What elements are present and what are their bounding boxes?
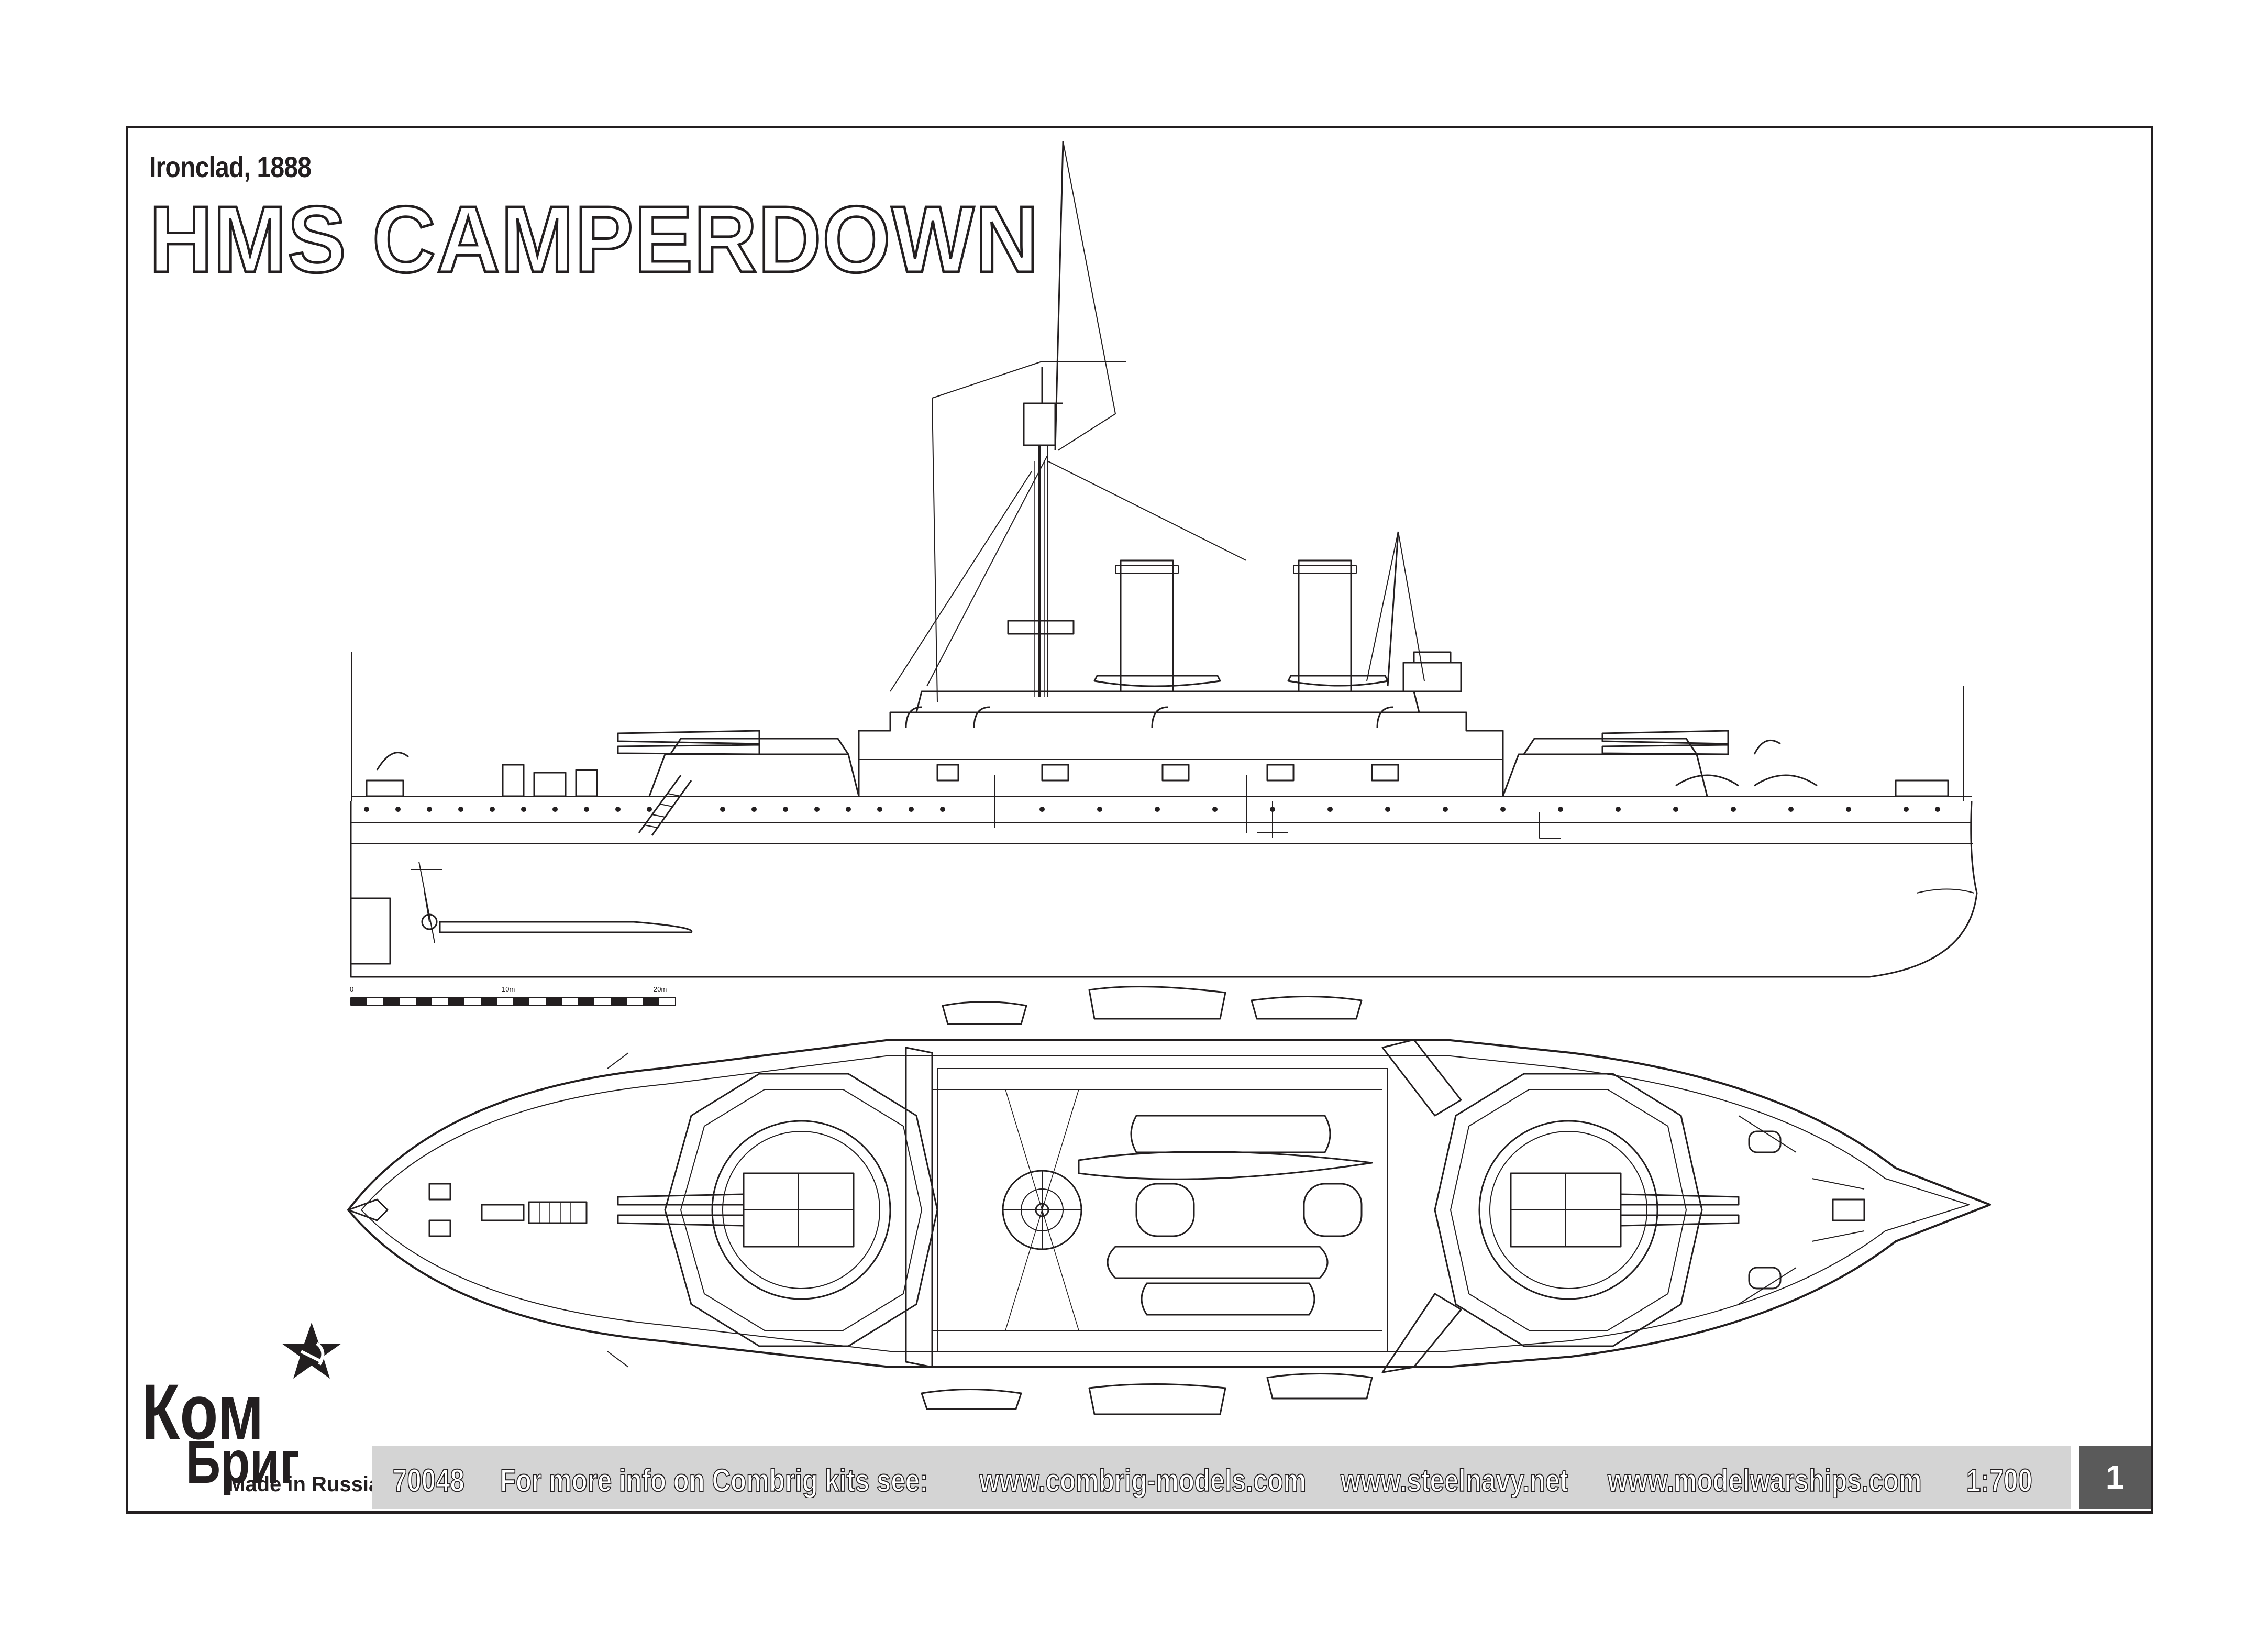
drawing-frame [126,126,2153,1514]
logo-line-1: Ком [141,1368,264,1456]
plan-view [347,986,1991,1415]
aft-barbette-plan [617,1073,938,1347]
outboard-boats [921,986,1373,1415]
footer-info: For more info on Combrig kits see: [500,1462,928,1499]
page-number: 1 [2079,1446,2151,1509]
made-in-russia: Made in Russia [228,1473,381,1496]
fore-barbette [1502,753,1708,797]
citadel-plan [905,1039,1462,1373]
skid-boat-1 [1093,675,1221,687]
side-profile [350,141,1978,978]
ship-subtitle: Ironclad, 1888 [149,150,312,183]
link-steelnavy[interactable]: www.steelnavy.net [1340,1462,1568,1499]
scale-label-10m: 10m [502,985,515,993]
fighting-top [1007,620,1075,635]
central-citadel [858,711,1504,796]
plan-hull [347,1039,1991,1368]
fore-funnel [1120,559,1174,692]
skid-boat-2 [1287,675,1389,687]
fore-barbette-plan [1434,1073,1740,1347]
footer-band [372,1446,2071,1509]
rudder [351,897,391,965]
portholes [364,807,1940,812]
fore-guns [1601,730,1729,755]
scale-ratio: 1:700 [1966,1462,2032,1499]
aft-funnel [1298,559,1352,692]
aft-guns [617,730,760,755]
link-modelwarships[interactable]: www.modelwarships.com [1607,1462,1922,1499]
scale-label-0: 0 [350,985,353,993]
fore-guns-plan [1620,1193,1740,1227]
star-icon [282,1323,341,1379]
link-combrig[interactable]: www.combrig-models.com [979,1462,1307,1499]
side-hull [350,801,1978,978]
plan-boat-3 [1107,1246,1329,1279]
plan-boat-2 [1078,1151,1373,1180]
scale-bar [350,997,676,1006]
scale-label-20m: 20m [654,985,667,993]
logo-line-2: Бриг [186,1429,300,1496]
plan-boat-1 [1130,1115,1331,1153]
ship-title: HMS CAMPERDOWN [148,187,1040,292]
kit-number: 70048 [392,1462,464,1499]
derrick [1054,141,1064,451]
aft-guns-plan [617,1193,745,1227]
plan-boat-4 [1141,1282,1315,1316]
